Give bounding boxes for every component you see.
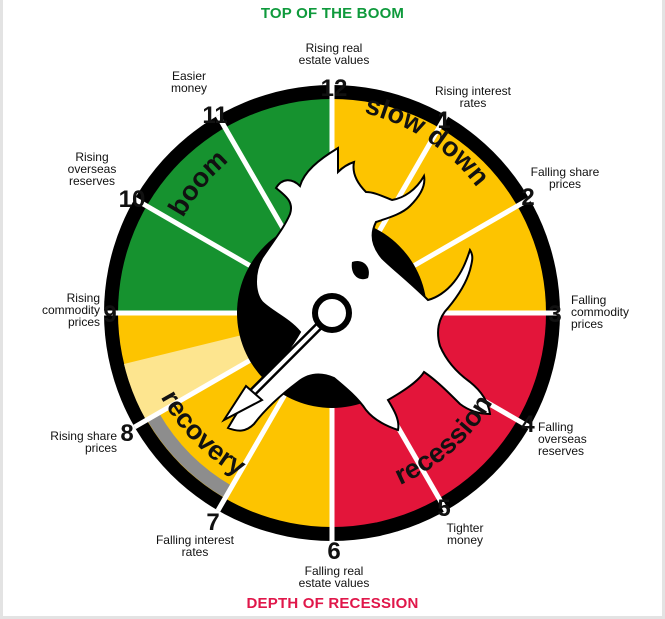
caption-line: Falling <box>571 293 606 307</box>
caption-line: reserves <box>69 174 115 188</box>
caption-line: Tighter <box>447 521 484 535</box>
caption-line: Falling interest <box>156 533 235 547</box>
caption-line: Rising <box>67 291 100 305</box>
caption-line: Falling real <box>305 564 364 578</box>
position-number-9: 9 <box>103 301 116 328</box>
caption-line: money <box>447 533 483 547</box>
divider-7 <box>215 394 287 512</box>
depth-of-recession-title: DEPTH OF RECESSION <box>246 595 419 612</box>
caption-line: Rising real <box>306 41 363 55</box>
caption-line: prices <box>571 317 603 331</box>
position-number-8: 8 <box>120 420 133 447</box>
caption-line: overseas <box>538 432 587 446</box>
caption-line: estate values <box>299 576 370 590</box>
divider-10 <box>133 196 251 268</box>
caption-line: Falling <box>538 420 573 434</box>
clock-hand-icon <box>221 293 352 423</box>
caption-line: commodity <box>42 303 100 317</box>
caption-line: estate values <box>299 53 370 67</box>
caption-line: reserves <box>538 444 584 458</box>
position-number-12: 12 <box>321 75 348 102</box>
caption-line: Rising share <box>50 429 117 443</box>
divider-2 <box>413 196 531 268</box>
caption-line: prices <box>85 441 117 455</box>
position-number-1: 1 <box>437 107 450 134</box>
caption-line: Falling share <box>531 165 600 179</box>
position-number-3: 3 <box>548 301 561 328</box>
caption-line: rates <box>460 96 487 110</box>
caption-line: Rising <box>75 150 108 164</box>
caption-line: Easier <box>172 69 206 83</box>
caption-line: Rising interest <box>435 84 512 98</box>
position-number-10: 10 <box>119 186 146 213</box>
top-of-boom-title: TOP OF THE BOOM <box>260 5 405 22</box>
divider-11 <box>215 114 287 232</box>
caption-line: rates <box>182 545 209 559</box>
position-number-4: 4 <box>521 411 535 438</box>
caption-line: prices <box>549 177 581 191</box>
position-number-2: 2 <box>521 184 534 211</box>
recovery-grey-band <box>147 413 232 498</box>
position-number-7: 7 <box>206 509 219 536</box>
position-number-5: 5 <box>437 495 450 522</box>
bull-icon <box>226 146 492 432</box>
divider-8 <box>133 358 251 430</box>
position-number-6: 6 <box>327 538 340 565</box>
caption-line: overseas <box>68 162 117 176</box>
caption-line: prices <box>68 315 100 329</box>
position-number-11: 11 <box>202 102 227 129</box>
caption-line: money <box>171 81 207 95</box>
caption-line: commodity <box>571 305 629 319</box>
